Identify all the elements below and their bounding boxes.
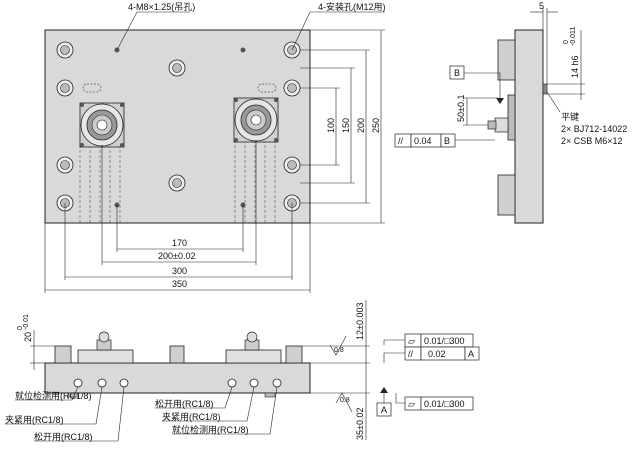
base-plate-front	[44, 362, 311, 394]
callout-tap-holes: 4-M8×1.25(吊孔)	[128, 2, 195, 12]
tol-20-upper: 0	[17, 326, 24, 330]
mount-hole-c-top	[168, 59, 186, 77]
top-view: 4-M8×1.25(吊孔) 4-安装孔(M12用) 170 200±0.02 3…	[44, 1, 386, 293]
dim-20: 20	[23, 332, 33, 342]
label-left-2: 夹紧用(RC1/8)	[5, 414, 64, 425]
svg-text:▱: ▱	[408, 336, 415, 346]
front-clamp-left	[96, 331, 112, 351]
mount-hole-tl	[56, 41, 74, 59]
roughness-top: 0.8	[334, 347, 344, 354]
label-right-3: 就位检测用(RC1/8)	[172, 424, 249, 435]
label-right-2: 夹紧用(RC1/8)	[162, 411, 221, 422]
fcf-parallel-b: // 0.04 B	[394, 133, 495, 148]
svg-text://: //	[408, 349, 414, 359]
dim-250: 250	[371, 118, 381, 133]
dim-12: 12±0.003	[355, 303, 365, 340]
label-left-1: 就位检测用(RC1/8)	[15, 390, 92, 401]
label-right-1: 松开用(RC1/8)	[155, 398, 214, 409]
svg-text:A: A	[468, 349, 474, 359]
key-block	[542, 83, 548, 95]
horizontal-dimensions: 170 200±0.02 300 350	[44, 140, 311, 293]
key-line2: 2× CSB M6×12	[561, 136, 623, 146]
mount-hole-c-bot	[168, 174, 186, 192]
svg-text:0.04: 0.04	[414, 136, 432, 146]
clamp-unit-right	[233, 97, 279, 143]
mount-hole-r2	[283, 156, 301, 174]
svg-text:▱: ▱	[408, 399, 415, 409]
label-left-3: 松开用(RC1/8)	[34, 431, 93, 442]
dim-35: 35±0.02	[355, 408, 365, 440]
key-title: 平键	[561, 111, 579, 122]
tol-20-lower: -0.01	[23, 314, 30, 330]
dim-350: 350	[172, 279, 187, 289]
side-clamp	[487, 117, 509, 133]
tol-14: 14 h6	[570, 55, 580, 78]
dim-5: 5	[539, 1, 544, 11]
dim-100: 100	[326, 118, 336, 133]
key-line1: 2× BJ712-14022	[561, 124, 627, 134]
base-plate-side	[514, 29, 544, 224]
fcf-parallel-a: // 0.02 A	[383, 346, 480, 363]
dim-200v: 200	[356, 118, 366, 133]
mount-hole-mr	[283, 79, 301, 97]
mount-hole-ml	[56, 79, 74, 97]
svg-text:0.01/□300: 0.01/□300	[424, 399, 464, 409]
tol-14-lower: -0.011	[570, 27, 577, 46]
front-clamp-right	[244, 331, 260, 351]
datum-b: B	[454, 68, 460, 78]
datum-b-box	[449, 65, 465, 80]
datum-a: A	[381, 405, 387, 415]
front-view: 20 0 -0.01 12±0.003 0.8 0.8 ▱ 0.01/□300 …	[5, 300, 480, 442]
svg-text:0.01/□300: 0.01/□300	[424, 336, 464, 346]
svg-text:B: B	[444, 136, 450, 146]
clamp-unit-left	[79, 102, 125, 148]
svg-text://: //	[398, 136, 404, 146]
fcf-flatness-top: ▱ 0.01/□300	[383, 333, 474, 348]
callout-mount-holes: 4-安装孔(M12用)	[318, 1, 386, 12]
port-labels-left: 就位检测用(RC1/8) 夹紧用(RC1/8) 松开用(RC1/8)	[5, 386, 125, 442]
vertical-dimensions: 100 150 200 250	[300, 29, 385, 224]
dim-200: 200±0.02	[158, 251, 195, 261]
roughness-bottom: 0.8	[340, 397, 350, 404]
dim-50: 50±0.1	[456, 95, 466, 122]
dim-170: 170	[172, 238, 187, 248]
fcf-flatness-bottom: ▱ 0.01/□300	[395, 393, 474, 411]
hidden-channels-right	[234, 130, 276, 223]
mount-hole-l2	[56, 156, 74, 174]
side-view: 5 14 h6 0 -0.011 B 50±0.1 // 0.04 B 平键	[394, 1, 627, 224]
datum-a-box	[376, 402, 392, 417]
dim-300: 300	[172, 266, 187, 276]
port-labels-right: 松开用(RC1/8) 夹紧用(RC1/8) 就位检测用(RC1/8)	[155, 386, 278, 435]
dim-150: 150	[341, 118, 351, 133]
svg-text:0.02: 0.02	[428, 349, 446, 359]
tol-14-upper: 0	[563, 40, 570, 44]
